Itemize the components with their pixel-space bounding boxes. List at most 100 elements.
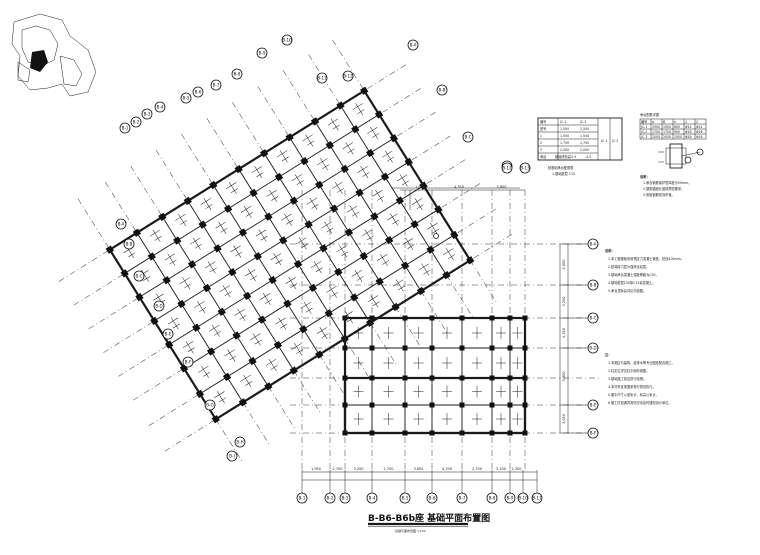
grid-bubble: B-3 bbox=[141, 108, 153, 120]
dimension-label: 3,200 bbox=[353, 467, 363, 471]
dimension-label: 1,800 bbox=[415, 185, 425, 189]
note-line: 3.基础施工前应进行验槽。 bbox=[608, 376, 646, 381]
dimension-label: 2,700 bbox=[383, 467, 393, 471]
grid-bubble: B-10 bbox=[281, 34, 293, 46]
detail-table-cell: 1000 bbox=[674, 135, 682, 139]
schedule-cell: -4.5 bbox=[585, 155, 591, 159]
svg-text:B-4: B-4 bbox=[369, 495, 376, 500]
grid-bubble: B-12 bbox=[501, 162, 513, 174]
dimension-label: 3,300 bbox=[562, 371, 566, 381]
schedule-cell: 1 bbox=[540, 134, 542, 138]
svg-text:B-12: B-12 bbox=[502, 165, 512, 170]
detail-table-cell: 800 bbox=[674, 125, 680, 129]
svg-text:B-B: B-B bbox=[439, 87, 446, 92]
notes-block-1: 说明：1.本工程基础采用预应力混凝土管桩，桩径400mm。2.桩端持力层为强风化… bbox=[605, 248, 684, 293]
dimension-label: 4,700 bbox=[442, 467, 452, 471]
grid-bubble: B-4 bbox=[366, 492, 378, 504]
svg-text:B-8: B-8 bbox=[489, 495, 496, 500]
svg-text:B-E: B-E bbox=[590, 402, 597, 407]
svg-text:B-8: B-8 bbox=[234, 71, 241, 76]
schedule-cell: 2,000 bbox=[580, 148, 589, 152]
drawing-title-block: B-B6-B6b座 基础平面布置图 基础平面布置图 1:100 bbox=[368, 512, 490, 533]
grid-bubble: B-9 bbox=[504, 492, 516, 504]
svg-text:B-7: B-7 bbox=[213, 82, 220, 87]
grid-bubble: B-H bbox=[234, 436, 246, 448]
grid-bubble: B-6 bbox=[426, 492, 438, 504]
grid-bubble: B-10 bbox=[517, 492, 529, 504]
grid-bubble: B-F bbox=[182, 356, 194, 368]
svg-text:B-7: B-7 bbox=[459, 495, 466, 500]
detail-table-cell: 2 bbox=[696, 120, 698, 124]
grid-bubble: B-C bbox=[462, 131, 474, 143]
note-line: 2.柱定位详见柱平面布置图。 bbox=[608, 368, 649, 373]
notes-heading: 说明： bbox=[605, 248, 615, 253]
svg-text:B-5: B-5 bbox=[402, 495, 409, 500]
schedule-note: 1.基础垫层 C15 bbox=[552, 171, 575, 176]
svg-text:B-9: B-9 bbox=[259, 50, 266, 55]
dimension-label: 3,200 bbox=[562, 296, 566, 306]
detail-table-cell: JC-2 bbox=[640, 130, 647, 134]
svg-text:B-10: B-10 bbox=[518, 495, 528, 500]
note-line: 1.承台钢筋保护层厚度为50mm。 bbox=[643, 180, 691, 185]
grid-bubble: B-C bbox=[587, 312, 599, 324]
grid-bubble: B-12 bbox=[342, 70, 354, 82]
schedule-cell: 1,500 bbox=[580, 134, 589, 138]
schedule-cell: 1,500 bbox=[560, 127, 569, 131]
grid-bubble: B-A bbox=[407, 39, 419, 51]
svg-text:B-J: B-J bbox=[229, 453, 235, 458]
schedule-cell: 1,500 bbox=[560, 134, 569, 138]
detail-table-title: 承台配筋详图 bbox=[640, 112, 659, 117]
detail-table-cell: B bbox=[663, 120, 665, 124]
svg-text:B-12: B-12 bbox=[343, 73, 353, 78]
grid-bubble: B-6 bbox=[192, 86, 204, 98]
svg-text:B-A: B-A bbox=[590, 241, 597, 246]
svg-text:B-9: B-9 bbox=[507, 495, 514, 500]
note-line: 3.基础承台混凝土强度等级为C30。 bbox=[608, 272, 659, 277]
schedule-cell: -5.5 bbox=[570, 155, 576, 159]
grid-bubble: B-E bbox=[162, 328, 174, 340]
grid-bubble: B-D bbox=[587, 342, 599, 354]
detail-table-cell: Φ18 bbox=[685, 135, 692, 139]
detail-table-cell: JC-3 bbox=[640, 135, 647, 139]
grid-bubble: B-4 bbox=[154, 101, 166, 113]
schedule-cell: JC-2 bbox=[579, 120, 586, 124]
note-line: 4.基础垫层100厚C15素混凝土。 bbox=[608, 280, 655, 285]
dimension-label: 2,700 bbox=[332, 467, 342, 471]
grid-bubble: B-9 bbox=[256, 47, 268, 59]
drawing-subtitle: 基础平面布置图 1:100 bbox=[395, 528, 426, 533]
svg-text:B-5: B-5 bbox=[183, 95, 190, 100]
grid-bubble: B-7 bbox=[210, 79, 222, 91]
detail-table-cell: Φ16 bbox=[685, 130, 692, 134]
dimension-label: 2,700 bbox=[472, 467, 482, 471]
schedule-cell: 编号 bbox=[540, 119, 546, 124]
note-line: 4.未尽事宜按国家现行规范执行。 bbox=[608, 384, 656, 389]
svg-text:B-2: B-2 bbox=[327, 495, 334, 500]
svg-text:B-3: B-3 bbox=[342, 495, 349, 500]
schedule-cell: 基础底标高 bbox=[555, 154, 571, 159]
svg-text:B-11: B-11 bbox=[532, 495, 542, 500]
notes-heading: 说明： bbox=[640, 174, 650, 179]
svg-text:B-3: B-3 bbox=[144, 111, 151, 116]
orthogonal-building-block bbox=[290, 190, 600, 470]
detail-table-cell: 1500 bbox=[663, 125, 671, 129]
detail-table-cell: Φ14 bbox=[696, 125, 703, 129]
schedule-cell: 1,700 bbox=[580, 141, 589, 145]
detail-table-cell: Φ14 bbox=[685, 125, 692, 129]
dimension-label: 2,300 bbox=[511, 467, 521, 471]
schedule-cell: 型号 bbox=[540, 126, 546, 131]
dimension-label: 1,950 bbox=[311, 467, 321, 471]
svg-text:B-2: B-2 bbox=[133, 119, 140, 124]
svg-text:B-F: B-F bbox=[590, 430, 597, 435]
detail-table-cell: 1 bbox=[685, 120, 687, 124]
dimension-label: 3,050 bbox=[562, 414, 566, 424]
dimension-label: 4,350 bbox=[562, 328, 566, 338]
grid-bubble: B-B bbox=[587, 279, 599, 291]
grid-bubble: B-A bbox=[587, 238, 599, 250]
drawing-title: B-B6-B6b座 基础平面布置图 bbox=[368, 512, 490, 524]
svg-text:B-1: B-1 bbox=[122, 125, 129, 130]
dimension-label: 4,050 bbox=[562, 259, 566, 269]
grid-bubble: B-E bbox=[587, 399, 599, 411]
note-line: 1.本图应与建筑、给排水等专业图纸配合施工。 bbox=[608, 360, 675, 365]
